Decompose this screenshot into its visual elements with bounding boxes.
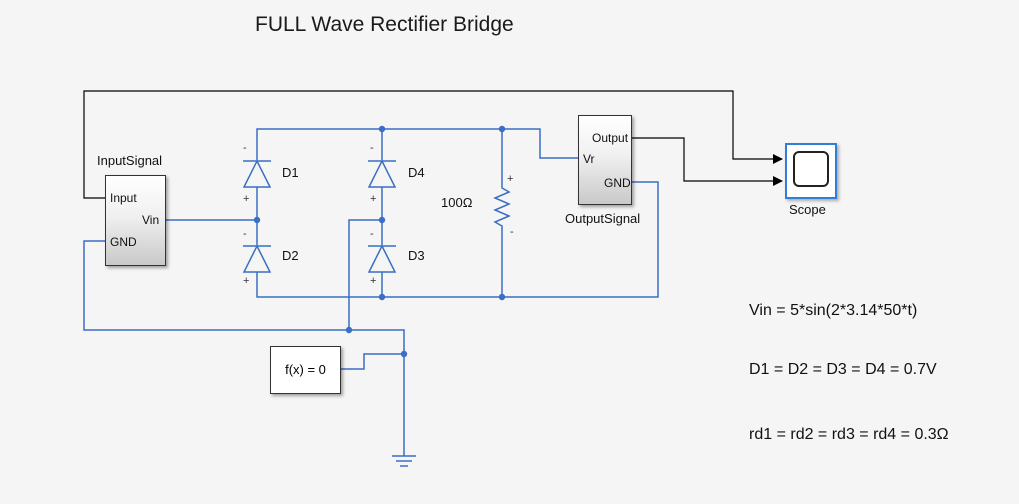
scope-screen-icon bbox=[793, 151, 829, 187]
d4-label: D4 bbox=[408, 165, 425, 180]
resistor-minus-mark: - bbox=[510, 226, 514, 238]
diode-voltage-equation: D1 = D2 = D3 = D4 = 0.7V bbox=[749, 361, 937, 378]
output-port-label: Output bbox=[592, 131, 629, 145]
d2-label: D2 bbox=[282, 248, 299, 263]
d1-label: D1 bbox=[282, 165, 299, 180]
d2-minus-mark: - bbox=[243, 228, 247, 240]
output-signal-block[interactable]: Output Vr GND bbox=[578, 115, 632, 205]
input-feedback-wire bbox=[83, 90, 783, 199]
diode-d1[interactable] bbox=[242, 159, 272, 188]
scope-name: Scope bbox=[789, 202, 826, 217]
d1-plus-mark: + bbox=[243, 193, 250, 205]
diode-d4[interactable] bbox=[367, 159, 397, 188]
d4-plus-mark: + bbox=[370, 193, 377, 205]
resistor-plus-mark: + bbox=[507, 173, 514, 185]
d2-plus-mark: + bbox=[243, 275, 250, 287]
vin-port-label: Vin bbox=[142, 213, 160, 227]
input-signal-block[interactable]: Input Vin GND bbox=[105, 175, 166, 266]
diagram-title: FULL Wave Rectifier Bridge bbox=[255, 13, 514, 36]
vin-equation: Vin = 5*sin(2*3.14*50*t) bbox=[749, 302, 918, 319]
diode-resistance-equation: rd1 = rd2 = rd3 = rd4 = 0.3Ω bbox=[749, 426, 949, 443]
vr-port-label: Vr bbox=[583, 152, 595, 166]
diode-d3[interactable] bbox=[367, 244, 397, 273]
d3-plus-mark: + bbox=[370, 275, 377, 287]
d4-minus-mark: - bbox=[370, 142, 374, 154]
output-signal-name: OutputSignal bbox=[565, 211, 641, 226]
output-gnd-port-label: GND bbox=[604, 176, 631, 190]
physical-wires[interactable] bbox=[83, 128, 659, 467]
solver-configuration-block[interactable]: f(x) = 0 bbox=[270, 346, 341, 394]
resistor-100ohm[interactable] bbox=[493, 182, 511, 232]
signal-wires[interactable] bbox=[83, 90, 783, 199]
d3-label: D3 bbox=[408, 248, 425, 263]
diode-d2[interactable] bbox=[242, 244, 272, 273]
junction-dots bbox=[253, 125, 506, 358]
d3-minus-mark: - bbox=[370, 228, 374, 240]
scope-block[interactable] bbox=[785, 143, 837, 199]
input-signal-name: InputSignal bbox=[97, 153, 163, 168]
d1-minus-mark: - bbox=[243, 142, 247, 154]
output-to-scope-wire bbox=[632, 137, 783, 186]
gnd-port-label: GND bbox=[110, 235, 137, 249]
resistor-label: 100Ω bbox=[441, 195, 473, 210]
input-port-label: Input bbox=[110, 191, 137, 205]
